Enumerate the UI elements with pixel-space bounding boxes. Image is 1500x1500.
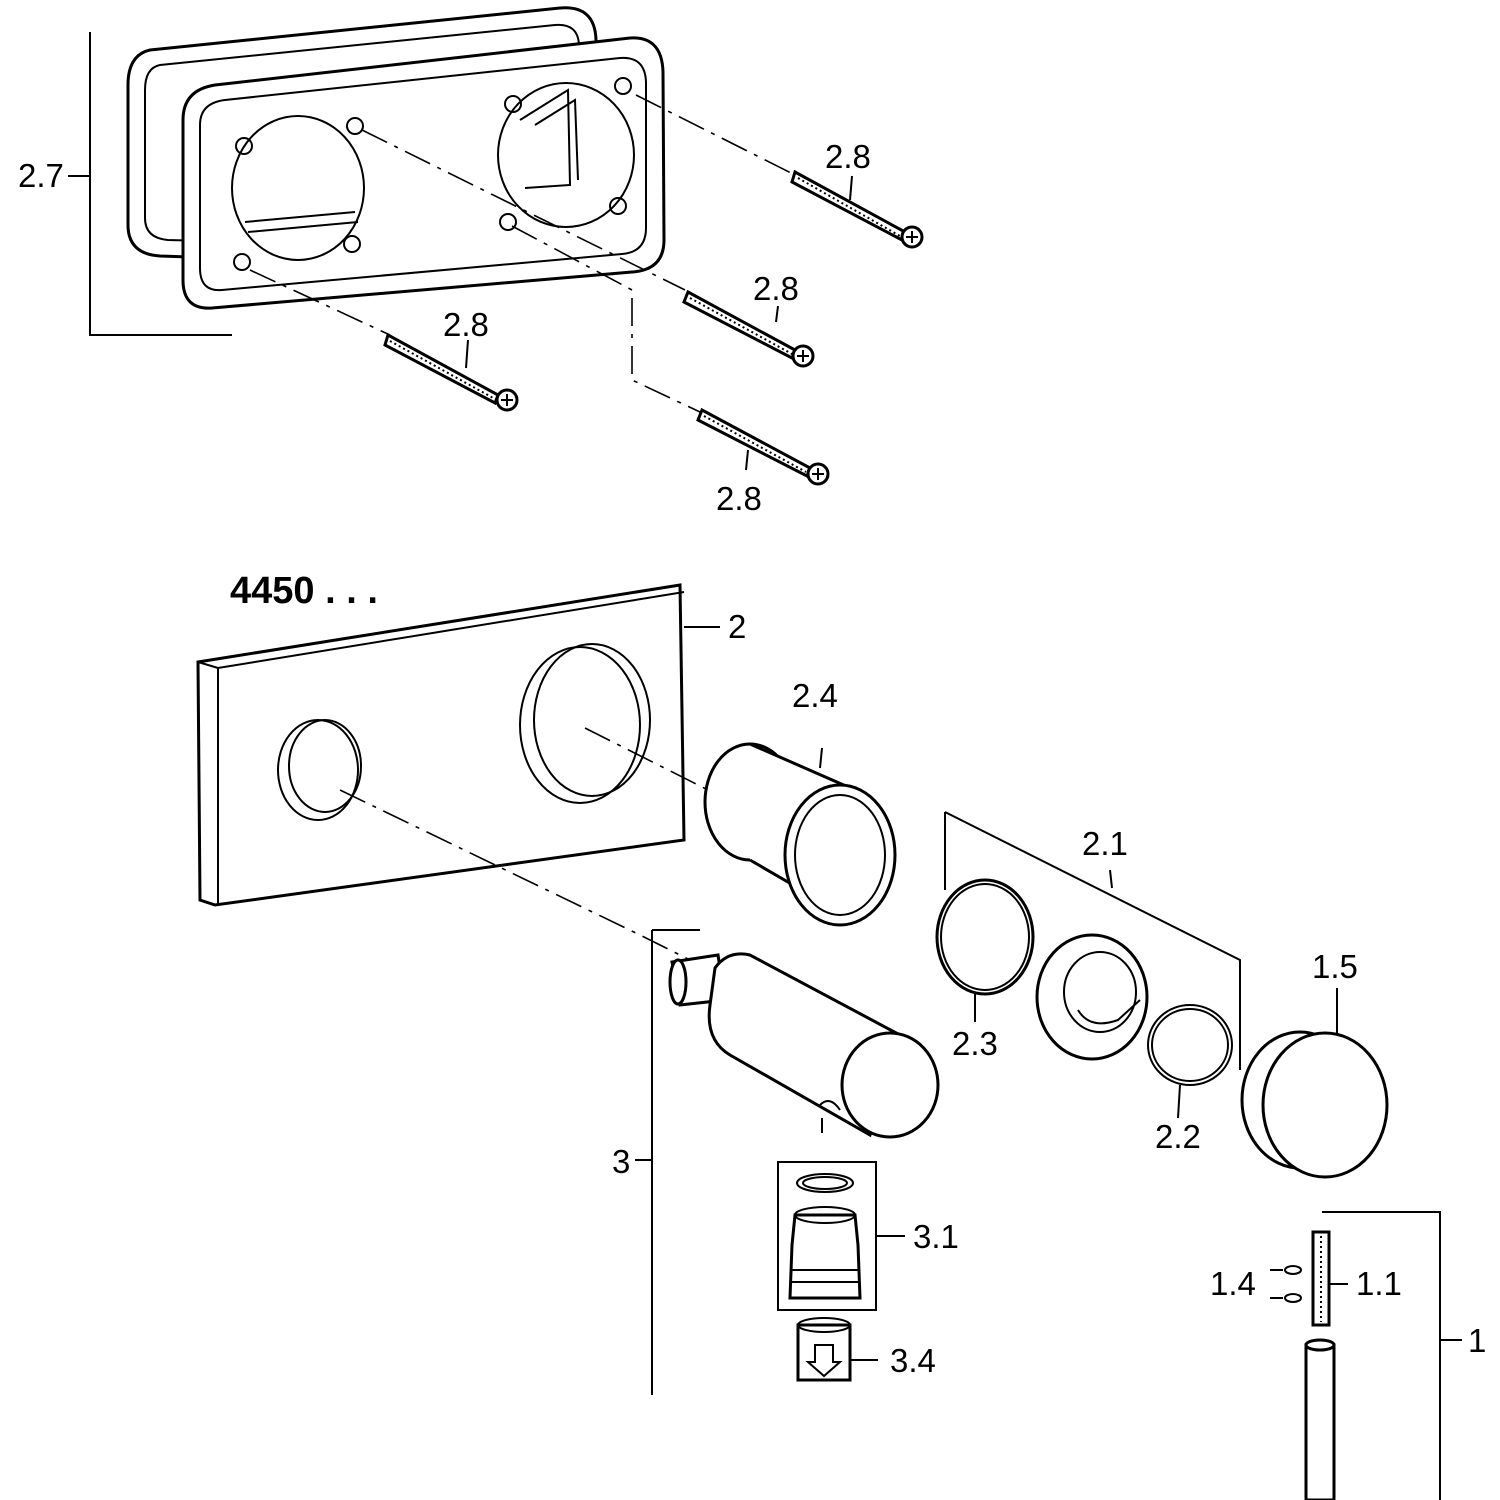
label-clip: 2.2: [1155, 1118, 1201, 1155]
screw-icon: [682, 289, 815, 368]
mounting-frame: [68, 6, 666, 336]
label-knob: 1.5: [1312, 948, 1358, 985]
label-o-ring: 2.3: [952, 1025, 998, 1062]
label-spout-assembly: 3: [612, 1143, 630, 1180]
model-number: 4450 . . .: [230, 570, 378, 612]
label-trim-set: 2.1: [1082, 825, 1128, 862]
o-ring: [935, 878, 1035, 1022]
trim-ring: [1035, 933, 1149, 1061]
label-screw: 2.8: [753, 270, 799, 307]
label-sleeve: 2.4: [792, 677, 838, 714]
label-screw: 2.8: [443, 306, 489, 343]
clip: [1147, 1004, 1233, 1119]
label-extension-set: 1: [1468, 1322, 1486, 1359]
label-frame: 2.7: [18, 157, 64, 194]
screw-icon: [790, 169, 924, 249]
label-cover-plate: 2: [728, 608, 746, 645]
sleeve: [703, 742, 897, 927]
label-insert: 3.4: [890, 1342, 936, 1379]
insert: [796, 1317, 878, 1382]
cover-plate: [196, 583, 720, 907]
label-pin: 1.4: [1210, 1265, 1256, 1302]
label-pin: 1.1: [1356, 1265, 1402, 1302]
spout-body: [668, 952, 940, 1139]
aerator: [777, 1161, 905, 1311]
screw-icon: [383, 332, 519, 412]
extension-rod: [1304, 1338, 1336, 1500]
label-aerator: 3.1: [913, 1218, 959, 1255]
label-screw: 2.8: [825, 138, 871, 175]
knob: [1240, 988, 1389, 1179]
label-screw: 2.8: [716, 480, 762, 517]
screw-icon: [696, 407, 830, 486]
extension-pin: [1270, 1230, 1348, 1327]
